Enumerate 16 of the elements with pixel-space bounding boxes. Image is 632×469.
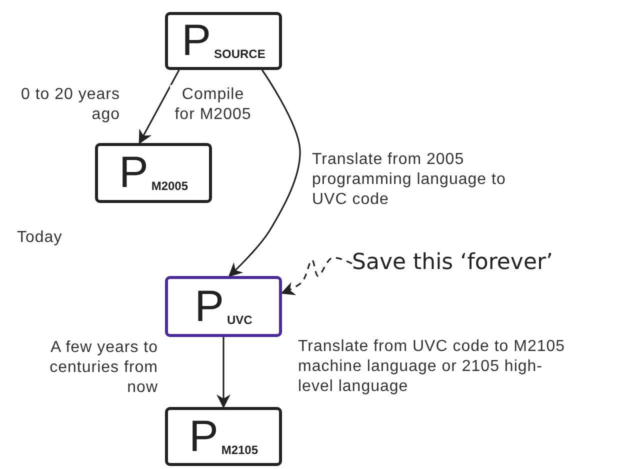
program-box (95, 143, 212, 203)
time-label: Today (17, 228, 64, 248)
arrow (138, 70, 180, 144)
program-label: P$_{M2005}$ (118, 151, 188, 195)
program-label: P$_{SOURCE}$ (182, 19, 266, 63)
program-label: P$_{UVC}$ (194, 284, 252, 328)
dashed-arrow (280, 256, 352, 296)
time-label: A few years to centuries from now (48, 338, 158, 398)
arrow (216, 337, 230, 408)
program-box (165, 407, 282, 466)
program-box (165, 276, 282, 337)
program-box (165, 12, 282, 70)
note-text: Save this ‘forever’ (352, 250, 632, 284)
time-label: 0 to 20 years ago (20, 85, 120, 125)
arrow (228, 70, 301, 277)
program-label: P$_{M2105}$ (188, 414, 258, 458)
